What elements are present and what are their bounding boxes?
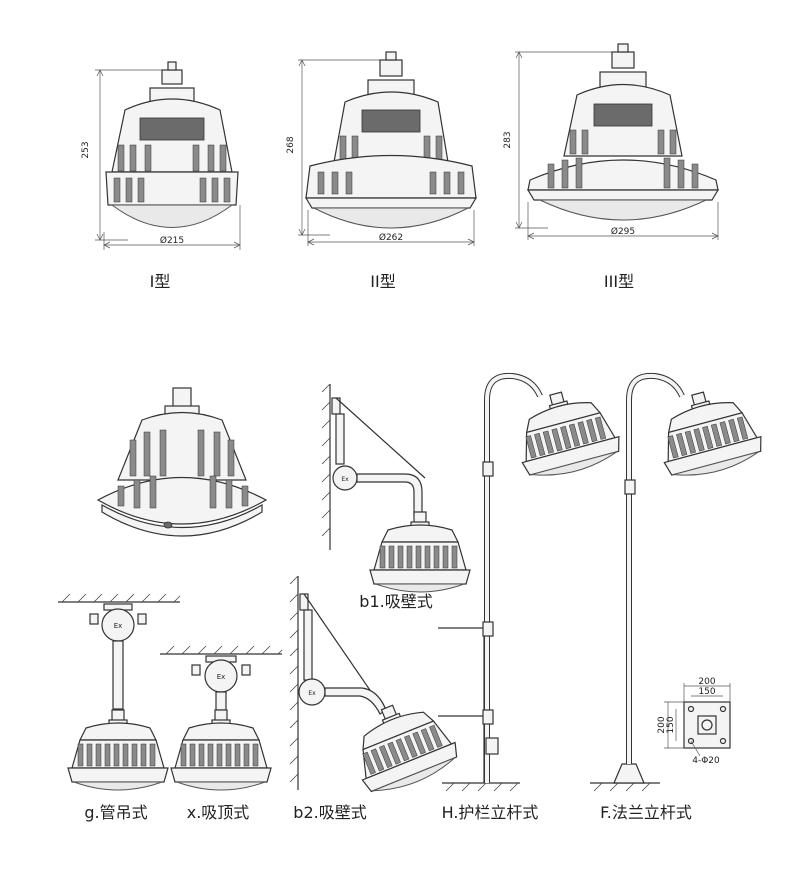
- diameter-label: Ø262: [379, 232, 403, 243]
- diameter-label: Ø295: [611, 226, 635, 237]
- type-label: II型: [370, 272, 395, 291]
- explosion-box-mark: Ex: [308, 690, 316, 697]
- flange-holes: 4-Φ20: [692, 756, 720, 766]
- mount-h-guardrail-pole: H.护栏立杆式: [438, 372, 626, 822]
- explosion-box-mark: Ex: [114, 622, 123, 630]
- mount-b2-wall: Ex b2.吸壁式: [289, 575, 464, 822]
- mount-caption: F.法兰立杆式: [600, 803, 692, 822]
- type-label: I型: [150, 272, 171, 291]
- diameter-label: Ø215: [160, 235, 184, 246]
- mount-f-flange-pole: F.法兰立杆式: [590, 372, 768, 822]
- mount-g-pendant: Ex g.管吊式: [58, 593, 181, 822]
- height-label: 283: [503, 131, 513, 148]
- mount-caption: g.管吊式: [84, 803, 147, 822]
- lamp-perspective-view: [96, 387, 268, 537]
- flange-height: 200: [657, 716, 667, 733]
- mount-b1-wall: Ex b1.吸壁式: [321, 383, 471, 611]
- flange-inner-width: 150: [698, 687, 715, 697]
- mount-caption: x.吸顶式: [187, 803, 250, 822]
- lamp-type-2: 268 Ø262 II型: [286, 51, 478, 291]
- mount-caption: b1.吸壁式: [359, 592, 432, 611]
- type-label: III型: [604, 272, 634, 291]
- height-label: 268: [286, 136, 296, 153]
- explosion-box-mark: Ex: [341, 476, 349, 483]
- mount-x-ceiling: Ex x.吸顶式: [160, 645, 283, 822]
- flange-dimension-drawing: 200 150 200 150 4-Φ20: [657, 677, 731, 766]
- flange-width: 200: [698, 677, 715, 687]
- mount-caption: b2.吸壁式: [293, 803, 366, 822]
- height-label: 253: [81, 141, 91, 158]
- explosion-box-mark: Ex: [217, 673, 226, 681]
- lamp-type-1: 253 Ø215 I型: [81, 61, 241, 291]
- lamp-type-3: 283 Ø295 III型: [503, 43, 720, 291]
- flange-inner-height: 150: [666, 716, 676, 733]
- mount-caption: H.护栏立杆式: [442, 803, 539, 822]
